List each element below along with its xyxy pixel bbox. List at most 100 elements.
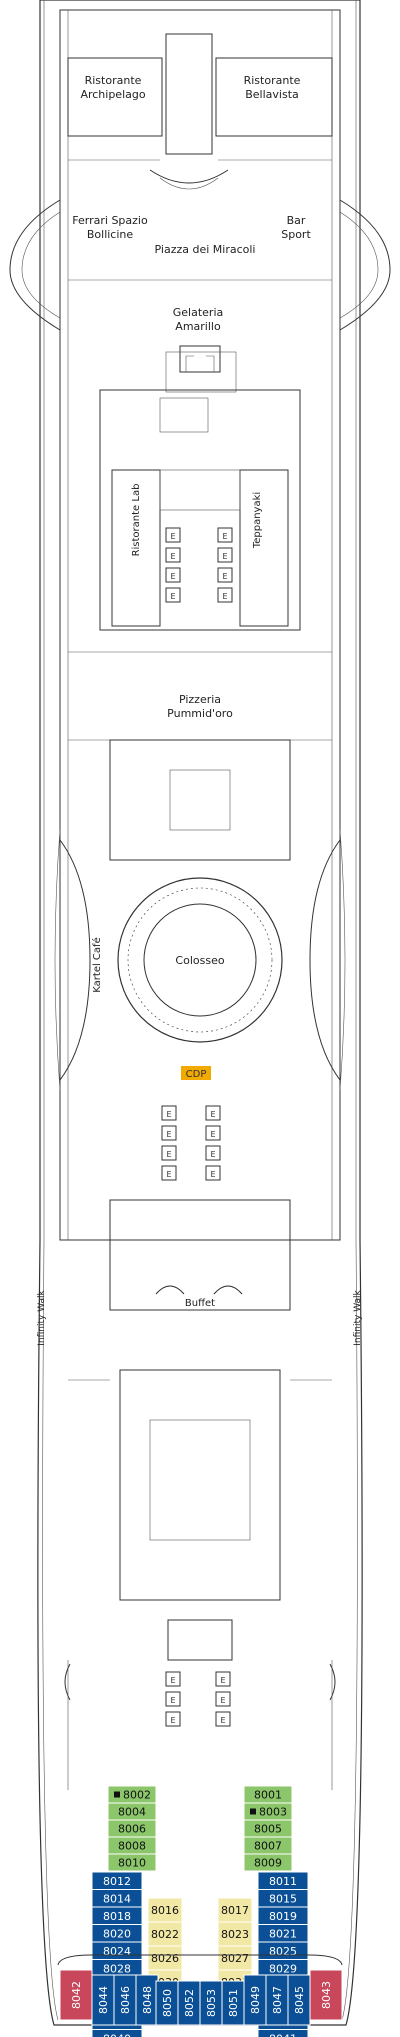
cabin-8051[interactable]: 8051 [221,1980,245,2026]
cabin-number: 8025 [269,1945,297,1958]
svg-text:E: E [170,552,175,561]
cabin-8012[interactable]: 8012 [91,1871,143,1890]
hull-inner-line [42,0,59,2021]
cabin-8011[interactable]: 8011 [257,1871,309,1890]
fwd-right-stair [339,199,391,331]
cabin-8040[interactable]: 8040 [91,2029,143,2037]
svg-text:E: E [210,1170,215,1179]
svg-text:E: E [222,592,227,601]
cabin-8006[interactable]: 8006 [107,1819,157,1838]
svg-text:E: E [166,1170,171,1179]
venue-label-line: Bar [287,214,306,227]
buffet-block [109,1199,291,1311]
suite-cabins: 8042 8043 [59,1969,343,2021]
venue-label-line: Colosseo [175,954,224,967]
svg-text:E: E [170,532,175,541]
cabin-8020[interactable]: 8020 [91,1924,143,1943]
cabin-8017[interactable]: 8017 [217,1897,253,1923]
cabin-number: 8018 [103,1910,131,1923]
elevator-bank-fwd [165,527,233,603]
cabin-8010[interactable]: 8010 [107,1853,157,1872]
cabin-number: 8041 [269,2032,297,2037]
cabin-number: 8028 [103,1962,131,1975]
svg-text:E: E [222,532,227,541]
cabin-8029[interactable]: 8029 [257,1959,309,1978]
cabin-8043[interactable]: 8043 [309,1969,343,2021]
cabin-8009[interactable]: 8009 [243,1853,293,1872]
venue-label-line: Buffet [185,1298,215,1309]
venue-label-piazza: Piazza dei Miracoli [155,243,256,256]
svg-text:E: E [166,1150,171,1159]
cabin-8045[interactable]: 8045 [287,1974,311,2026]
cabin-8053[interactable]: 8053 [199,1980,223,2026]
cabin-8026[interactable]: 8026 [147,1945,183,1971]
cabin-number: 8027 [221,1952,249,1965]
dining-block [99,389,301,631]
cabin-number: 8022 [151,1928,179,1941]
cabin-8019[interactable]: 8019 [257,1906,309,1925]
cabin-8047[interactable]: 8047 [265,1974,289,2026]
svg-text:E: E [210,1150,215,1159]
cabin-8016[interactable]: 8016 [147,1897,183,1923]
cabin-box [91,2029,143,2037]
cabin-8021[interactable]: 8021 [257,1924,309,1943]
cabin-8018[interactable]: 8018 [91,1906,143,1925]
cabin-number: 8001 [254,1789,282,1802]
svg-text:E: E [220,1676,225,1685]
cabin-box [217,1945,253,1971]
cabin-8050[interactable]: 8050 [155,1980,179,2026]
cabin-8007[interactable]: 8007 [243,1836,293,1855]
cabin-8049[interactable]: 8049 [243,1974,267,2026]
cabin-box [309,1969,343,2021]
venue-label-line: Amarillo [175,320,221,333]
cabin-number: 8043 [320,1981,333,2009]
venue-label-ristorante-lab: Ristorante Lab [131,484,142,557]
cabin-8028[interactable]: 8028 [91,1959,143,1978]
colosseo-outer-ring [117,877,283,1043]
cabin-number: 8047 [271,1986,284,2014]
venue-label-buffet: Buffet [185,1298,215,1309]
cabin-8025[interactable]: 8025 [257,1941,309,1960]
cabin-8022[interactable]: 8022 [147,1921,183,1947]
cabin-number: 8006 [118,1823,146,1836]
cdp-label: CDP [186,1069,207,1080]
cabin-number: 8049 [249,1986,262,2014]
cabin-8024[interactable]: 8024 [91,1941,143,1960]
svg-text:E: E [210,1110,215,1119]
cabin-8027[interactable]: 8027 [217,1945,253,1971]
cabin-8048[interactable]: 8048 [135,1974,159,2026]
cabin-8008[interactable]: 8008 [107,1836,157,1855]
cabin-8003[interactable]: 8003 [243,1802,293,1821]
cabin-8014[interactable]: 8014 [91,1889,143,1908]
cabin-8023[interactable]: 8023 [217,1921,253,1947]
cabin-8004[interactable]: 8004 [107,1802,157,1821]
svg-text:E: E [166,1130,171,1139]
cabin-8001[interactable]: 8001 [243,1785,293,1804]
cabin-8005[interactable]: 8005 [243,1819,293,1838]
cabin-number: 8012 [103,1875,131,1888]
cabin-box [59,1969,93,2021]
venue-label-line: Ferrari Spazio [72,214,148,227]
cabin-8041[interactable]: 8041 [257,2029,309,2037]
cabin-number: 8048 [141,1986,154,2014]
cabin-number: 8009 [254,1857,282,1870]
cabin-8044[interactable]: 8044 [91,1974,115,2026]
archipelago-room [67,57,163,137]
venue-label-infinity-right: Infinity Walk [353,1289,363,1345]
cabin-number: 8050 [161,1989,174,2017]
cabin-box [107,1853,157,1872]
cabin-8052[interactable]: 8052 [177,1980,201,2026]
labels-layer: RistoranteArchipelagoRistoranteBellavist… [37,74,363,1346]
cabin-8002[interactable]: 8002 [107,1785,157,1804]
venue-label-teppanyaki: Teppanyaki [252,492,263,549]
cabin-8046[interactable]: 8046 [113,1974,137,2026]
cabin-8042[interactable]: 8042 [59,1969,93,2021]
cabin-8015[interactable]: 8015 [257,1889,309,1908]
mid-left-bay [59,839,91,1081]
svg-text:E: E [222,572,227,581]
svg-text:E: E [170,572,175,581]
